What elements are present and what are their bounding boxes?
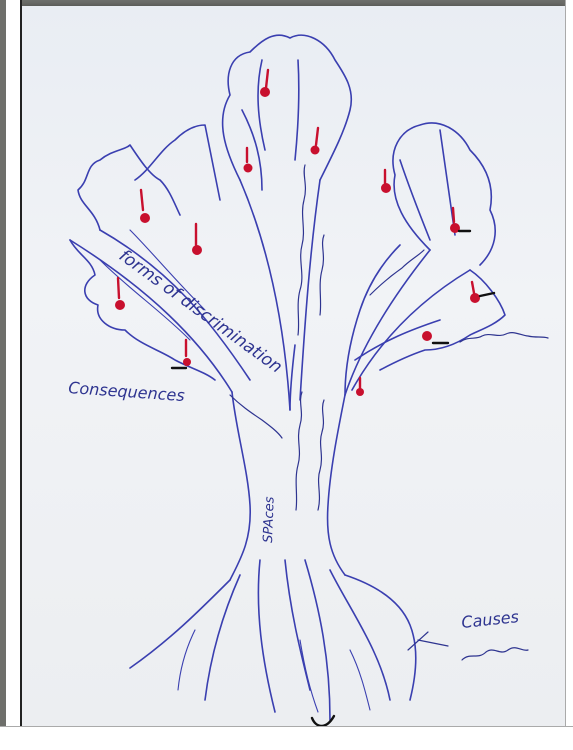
right-branch [345,123,505,395]
red-marker [311,128,320,155]
photo-frame-left [6,0,22,749]
tree-roots [130,560,416,726]
sinhala-handwriting [230,165,548,660]
red-marker [140,190,150,223]
causes-label: Causes [460,607,519,632]
labels: forms of discrimination Consequences Cau… [68,246,520,632]
red-marker [450,208,470,233]
red-marker [260,70,270,97]
red-marker [381,170,391,193]
consequences-label: Consequences [68,378,186,405]
red-markers [115,70,494,396]
photo-frame-right [565,0,573,749]
red-marker [470,282,494,303]
red-marker [115,278,125,310]
red-marker [192,224,202,255]
forms-of-discrimination-label: forms of discrimination [115,246,286,378]
red-marker [422,331,448,343]
photo-frame-bottom [0,726,573,750]
spaces-label: SPAces [261,496,278,543]
left-branch [70,125,250,392]
red-marker [244,148,253,173]
